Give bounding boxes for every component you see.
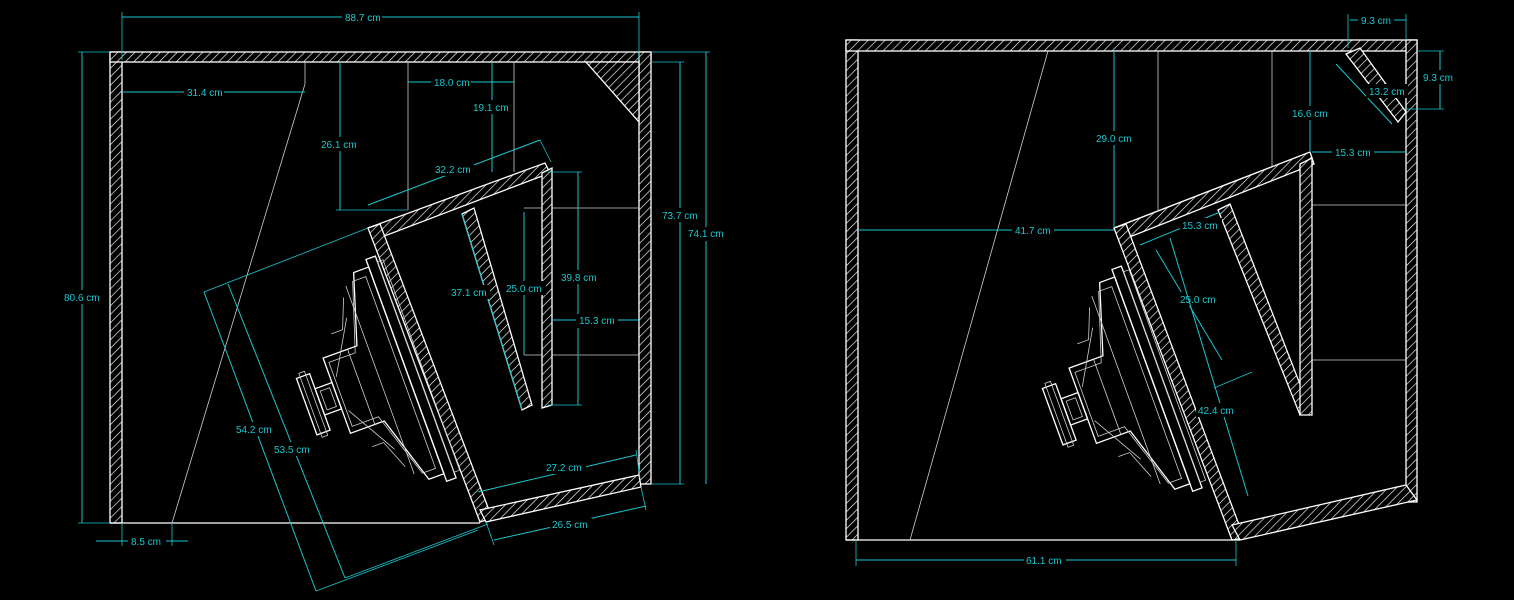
- right-view-left-wall: [845, 39, 859, 541]
- dim-port-length: 37.1 cm: [451, 288, 487, 299]
- left-view: 88.7 cm 31.4 cm 18.0 cm 19.1 cm 26.1 cm …: [62, 10, 728, 592]
- dim-front-offset: 8.5 cm: [131, 537, 161, 548]
- dim-top-drop-right: 16.6 cm: [1292, 109, 1328, 120]
- dim-bottom-width: 61.1 cm: [1026, 556, 1062, 567]
- dim-baffle-top-length: 32.2 cm: [435, 165, 471, 176]
- right-view-top-wall: [845, 39, 1418, 52]
- dim-bottom-panel-inner: 27.2 cm: [546, 463, 582, 474]
- right-view-bottom-panel: [1231, 484, 1419, 541]
- dim-baffle-offset: 41.7 cm: [1015, 226, 1051, 237]
- right-view-port-outer-wall: [1299, 156, 1313, 416]
- dim-port-mouth: 15.3 cm: [1182, 221, 1218, 232]
- right-side-wall: [638, 51, 652, 485]
- dim-port-wall-height: 39.8 cm: [561, 273, 597, 284]
- right-view: 9.3 cm 9.3 cm 13.2 cm 16.6 cm 29.0 cm 15…: [845, 14, 1456, 568]
- dim-port-opening-right: 25.0 cm: [1180, 295, 1216, 306]
- port-inner-wall: [461, 207, 533, 411]
- dim-top-offset: 31.4 cm: [187, 88, 223, 99]
- dim-baffle-inner: 53.5 cm: [274, 445, 310, 456]
- dim-top-drop: 29.0 cm: [1096, 134, 1132, 145]
- right-view-port-inner-wall: [1217, 203, 1311, 416]
- right-view-right-wall: [1405, 39, 1418, 503]
- dim-port-top-depth: 19.1 cm: [473, 103, 509, 114]
- bottom-panel: [479, 474, 642, 523]
- dim-port-width: 15.3 cm: [579, 316, 615, 327]
- dim-overall-width: 88.7 cm: [345, 13, 381, 24]
- dim-port-top-width: 18.0 cm: [434, 78, 470, 89]
- dim-baffle-outer: 54.2 cm: [236, 425, 272, 436]
- top-wall: [109, 51, 652, 63]
- right-dimensions: 9.3 cm 9.3 cm 13.2 cm 16.6 cm 29.0 cm 15…: [855, 14, 1456, 568]
- dim-overall-height: 80.6 cm: [64, 293, 100, 304]
- dim-port-width-right: 15.3 cm: [1335, 148, 1371, 159]
- dim-outer-height: 74.1 cm: [688, 229, 724, 240]
- dim-corner-width: 9.3 cm: [1361, 16, 1391, 27]
- corner-brace: [584, 61, 640, 124]
- right-view-front-baffle: [1113, 223, 1245, 541]
- dim-chamber-drop: 26.1 cm: [321, 140, 357, 151]
- left-dimensions: 88.7 cm 31.4 cm 18.0 cm 19.1 cm 26.1 cm …: [62, 10, 728, 592]
- dim-corner-diagonal: 13.2 cm: [1369, 87, 1405, 98]
- left-side-wall: [109, 51, 123, 524]
- dim-corner-height: 9.3 cm: [1423, 73, 1453, 84]
- dim-inner-height: 73.7 cm: [662, 211, 698, 222]
- dim-baffle-length: 42.4 cm: [1198, 406, 1234, 417]
- dim-bottom-panel-outer: 26.5 cm: [552, 520, 588, 531]
- dim-port-opening: 25.0 cm: [506, 284, 542, 295]
